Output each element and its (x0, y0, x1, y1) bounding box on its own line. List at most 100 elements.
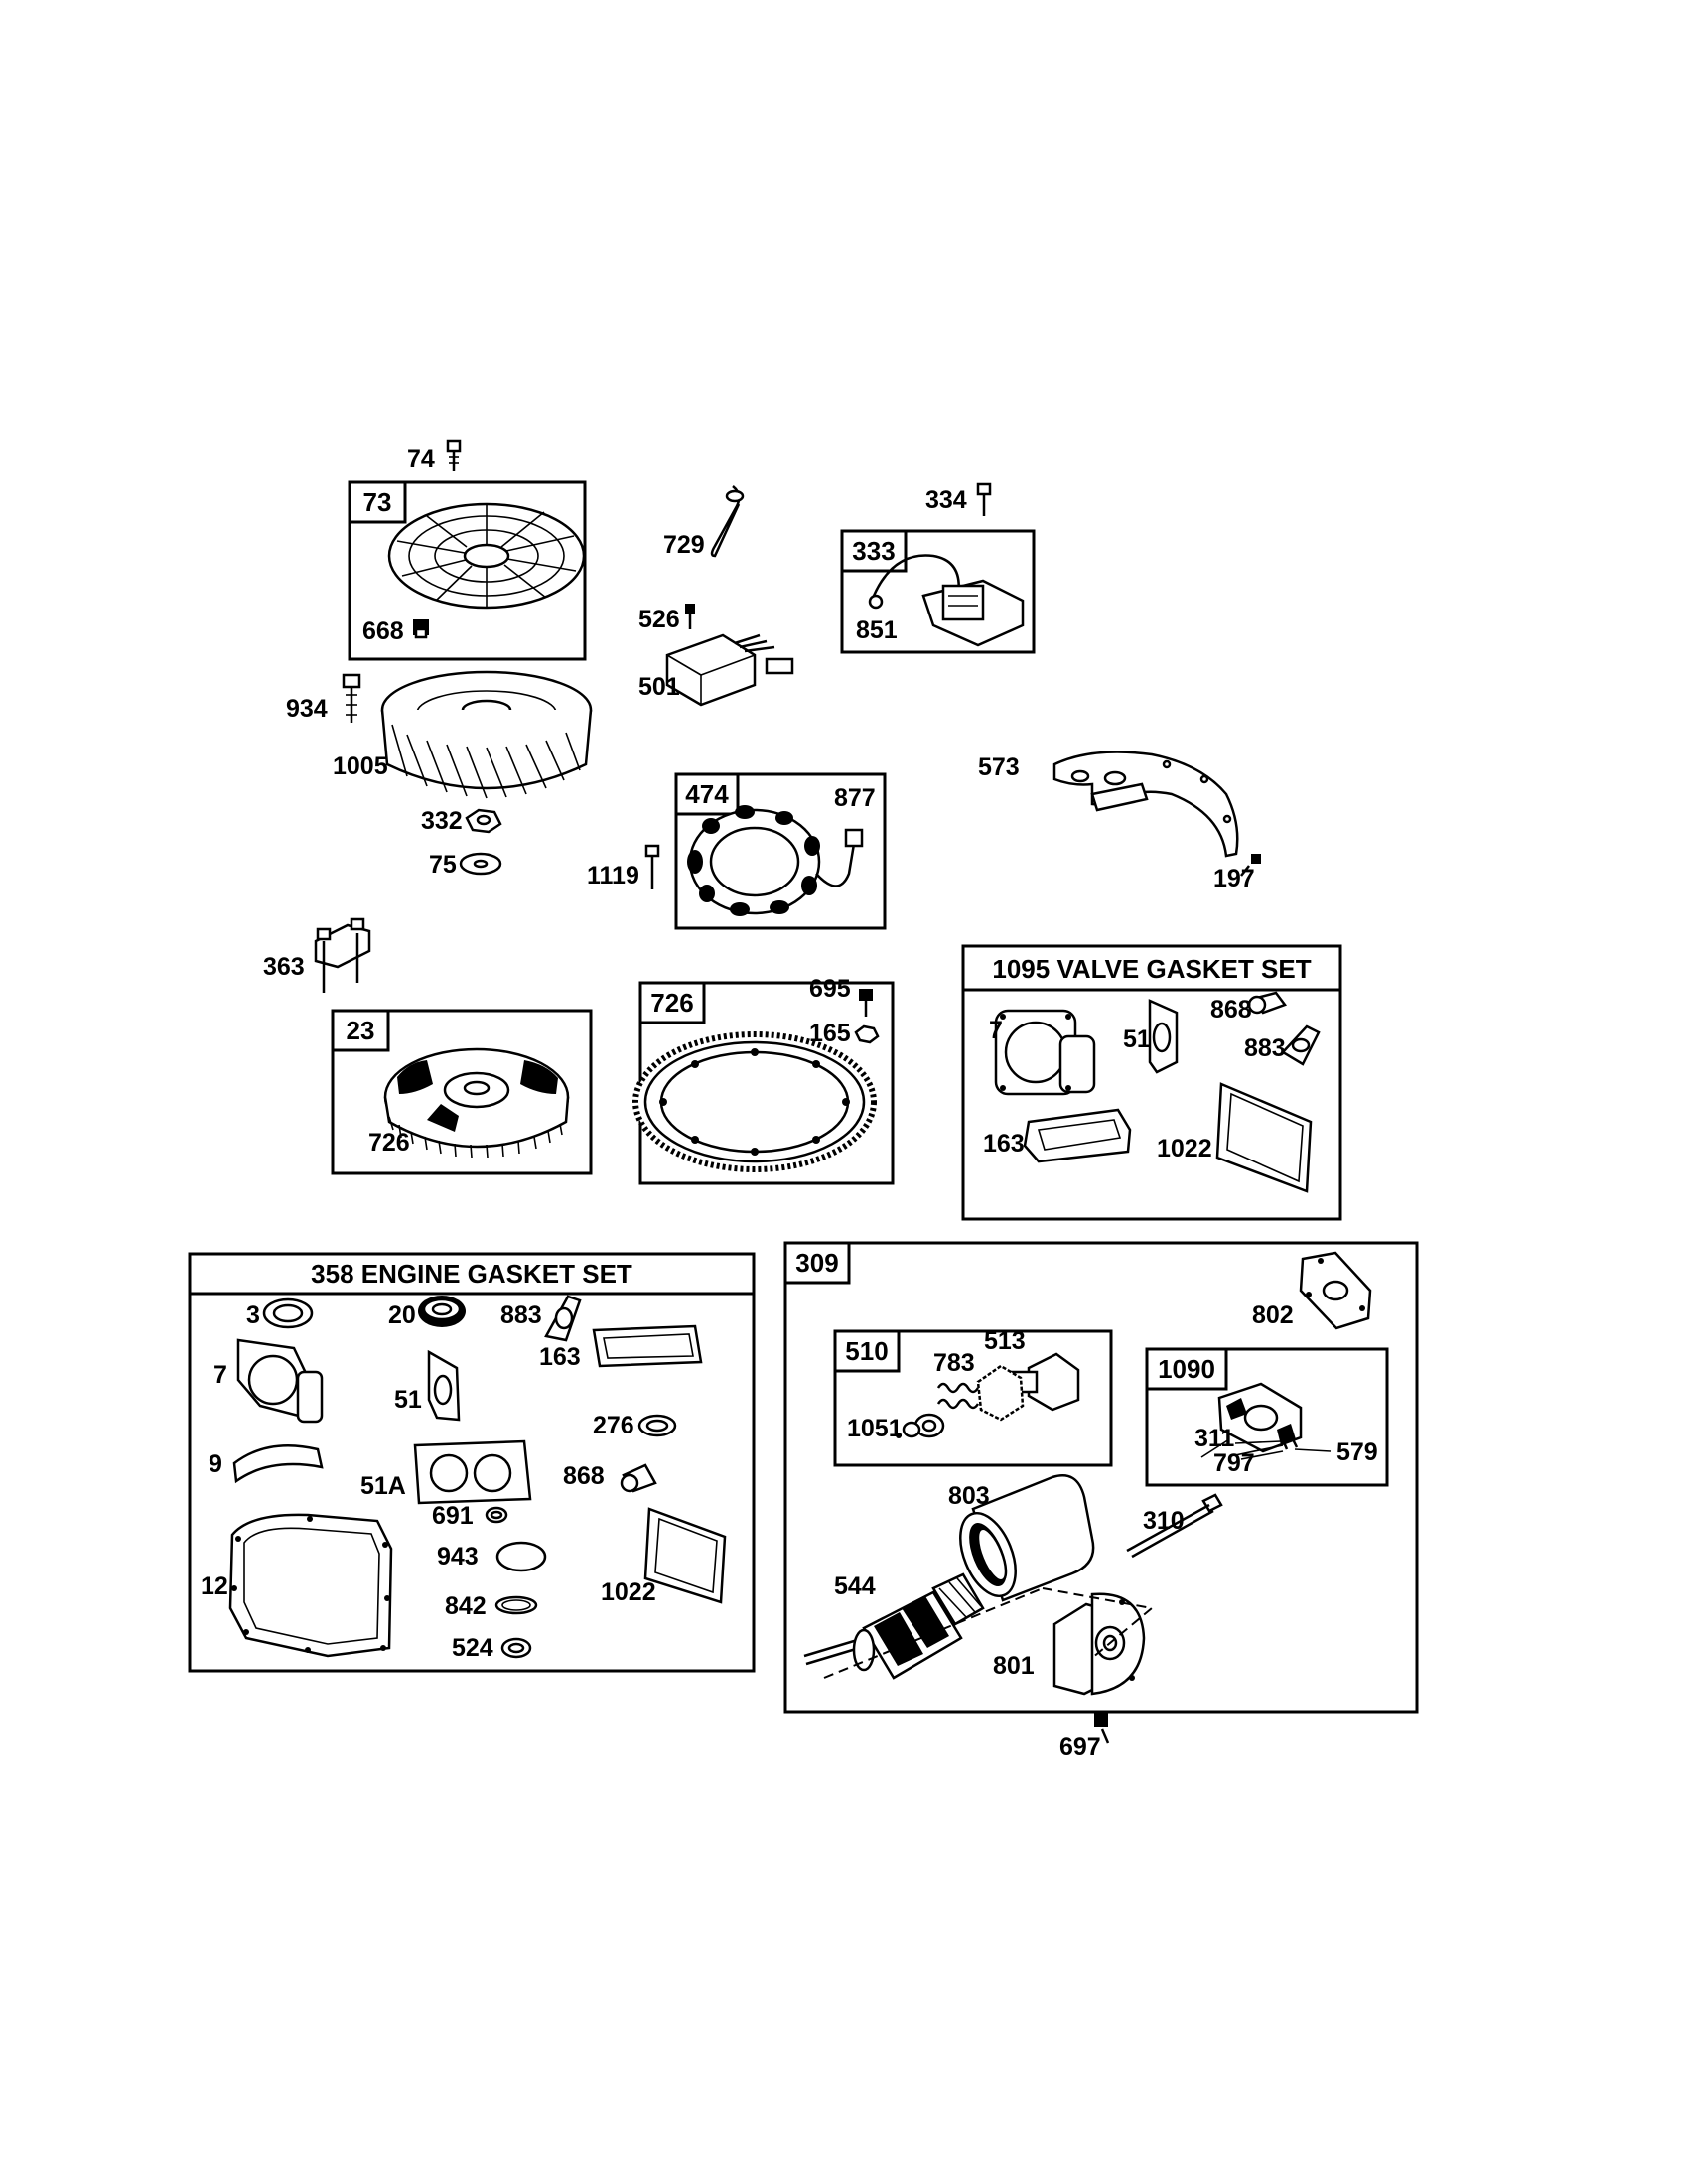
blower-screen-part (387, 502, 586, 610)
assembly-guide-lines (823, 1587, 1155, 1679)
part-label: 668 (362, 617, 404, 645)
armature-544-part (803, 1572, 985, 1680)
group-label-309: 309 (795, 1248, 838, 1278)
part-label: 501 (638, 673, 680, 701)
part-label: 334 (925, 486, 967, 514)
part-label: 20 (388, 1301, 416, 1329)
gasket-883-part (1281, 1024, 1321, 1066)
part-label: 783 (933, 1349, 975, 1377)
group-frame-309: 309 (783, 1241, 1419, 1714)
group-frame-333: 333 (840, 529, 1036, 654)
o-ring-943-part (495, 1541, 547, 1572)
seal-691-part (485, 1506, 508, 1524)
screw-526-part (685, 604, 695, 629)
group-label-474: 474 (685, 779, 729, 809)
part-label: 697 (1059, 1733, 1101, 1761)
part-label: 801 (993, 1652, 1035, 1680)
rectifier-501-part (665, 633, 794, 707)
ring-gear-726-part (632, 1031, 877, 1172)
part-label: 7 (989, 1017, 1003, 1044)
part-label: 579 (1336, 1438, 1378, 1466)
part-label: 363 (263, 953, 305, 981)
nut-165-part (854, 1024, 880, 1044)
screw-697-part (1094, 1713, 1110, 1744)
group-frame-73: 73 (348, 480, 587, 661)
bracket-573-part (1052, 751, 1239, 858)
part-label: 310 (1143, 1507, 1185, 1535)
bolt-310-part (1126, 1493, 1223, 1559)
group-frame-358: 358 ENGINE GASKET SET (188, 1252, 756, 1673)
part-label: 51 (394, 1386, 422, 1414)
part-label: 165 (809, 1020, 851, 1047)
part-label: 1119 (587, 862, 639, 889)
gasket-51-part (1148, 999, 1179, 1074)
group-label-1090: 1090 (1158, 1354, 1215, 1384)
part-label: 842 (445, 1592, 487, 1620)
part-label: 51A (360, 1472, 406, 1500)
part-label: 943 (437, 1543, 479, 1570)
part-label: 74 (407, 445, 435, 473)
part-label: 803 (948, 1482, 990, 1510)
drive-pinion-part (896, 1352, 1080, 1438)
group-label-726: 726 (650, 988, 693, 1018)
gasket-51A-part (413, 1439, 532, 1505)
bolt-334-part (976, 482, 992, 516)
seal-20-part (418, 1296, 466, 1327)
group-frame-1095: 1095 VALVE GASKET SET (961, 944, 1342, 1221)
end-cap-801-part (1052, 1592, 1146, 1696)
part-label: 1051 (847, 1415, 903, 1442)
bracket-363-part (314, 917, 371, 993)
plate-802-part (1299, 1251, 1372, 1330)
part-label: 12 (201, 1572, 228, 1600)
part-label: 868 (1210, 996, 1252, 1024)
head-gasket-7-part (236, 1338, 324, 1424)
ring-524-part (500, 1637, 532, 1659)
gasket-51-engine-part (427, 1349, 461, 1422)
part-label: 691 (432, 1502, 474, 1530)
gasket-883-engine-part (544, 1295, 582, 1342)
part-label: 729 (663, 531, 705, 559)
flywheel-23-part (383, 1047, 570, 1159)
group-label-23: 23 (347, 1016, 375, 1045)
bolt-74-part (446, 439, 462, 471)
part-label: 573 (978, 753, 1020, 781)
group-frame-1090: 1090 (1145, 1347, 1389, 1487)
group-frame-510: 510 (833, 1329, 1113, 1467)
washer-75-part (459, 852, 502, 876)
group-label-510: 510 (845, 1336, 888, 1366)
part-label: 9 (209, 1450, 222, 1478)
bolt-1119-part (644, 844, 660, 889)
screw-668-part (413, 619, 429, 639)
part-label: 544 (834, 1572, 876, 1600)
clip-729-part (710, 485, 745, 558)
part-label: 311 (1194, 1425, 1234, 1452)
part-number-labels: 74 668 729 526 501 334 851 934 1005 332 … (201, 445, 1378, 1761)
group-title-engine-gasket-set: 358 ENGINE GASKET SET (311, 1259, 632, 1289)
part-label: 7 (213, 1361, 227, 1389)
bolt-934-part (342, 673, 361, 723)
part-label: 163 (983, 1130, 1025, 1158)
fan-1005-part (380, 670, 593, 799)
brush-holder-1090-part (1217, 1382, 1303, 1456)
part-label: 883 (1244, 1034, 1286, 1062)
gasket-1022-engine-part (643, 1507, 727, 1604)
group-frame-474: 474 (674, 772, 887, 930)
group-label-73: 73 (363, 487, 392, 517)
group-title-valve-gasket-set: 1095 VALVE GASKET SET (992, 954, 1311, 984)
part-label: 524 (452, 1634, 493, 1662)
part-label: 51 (1123, 1025, 1151, 1053)
part-label: 883 (500, 1301, 542, 1329)
screw-197-part (1240, 854, 1261, 877)
stator-part (687, 805, 864, 916)
part-label: 877 (834, 784, 876, 812)
ring-842-part (494, 1595, 538, 1615)
part-label: 3 (246, 1301, 260, 1329)
seal-868-engine-part (620, 1463, 657, 1493)
part-label: 868 (563, 1462, 605, 1490)
screw-695-part (859, 989, 873, 1017)
seal-868-part (1247, 991, 1288, 1015)
part-label: 726 (368, 1129, 410, 1157)
part-label: 802 (1252, 1301, 1294, 1329)
